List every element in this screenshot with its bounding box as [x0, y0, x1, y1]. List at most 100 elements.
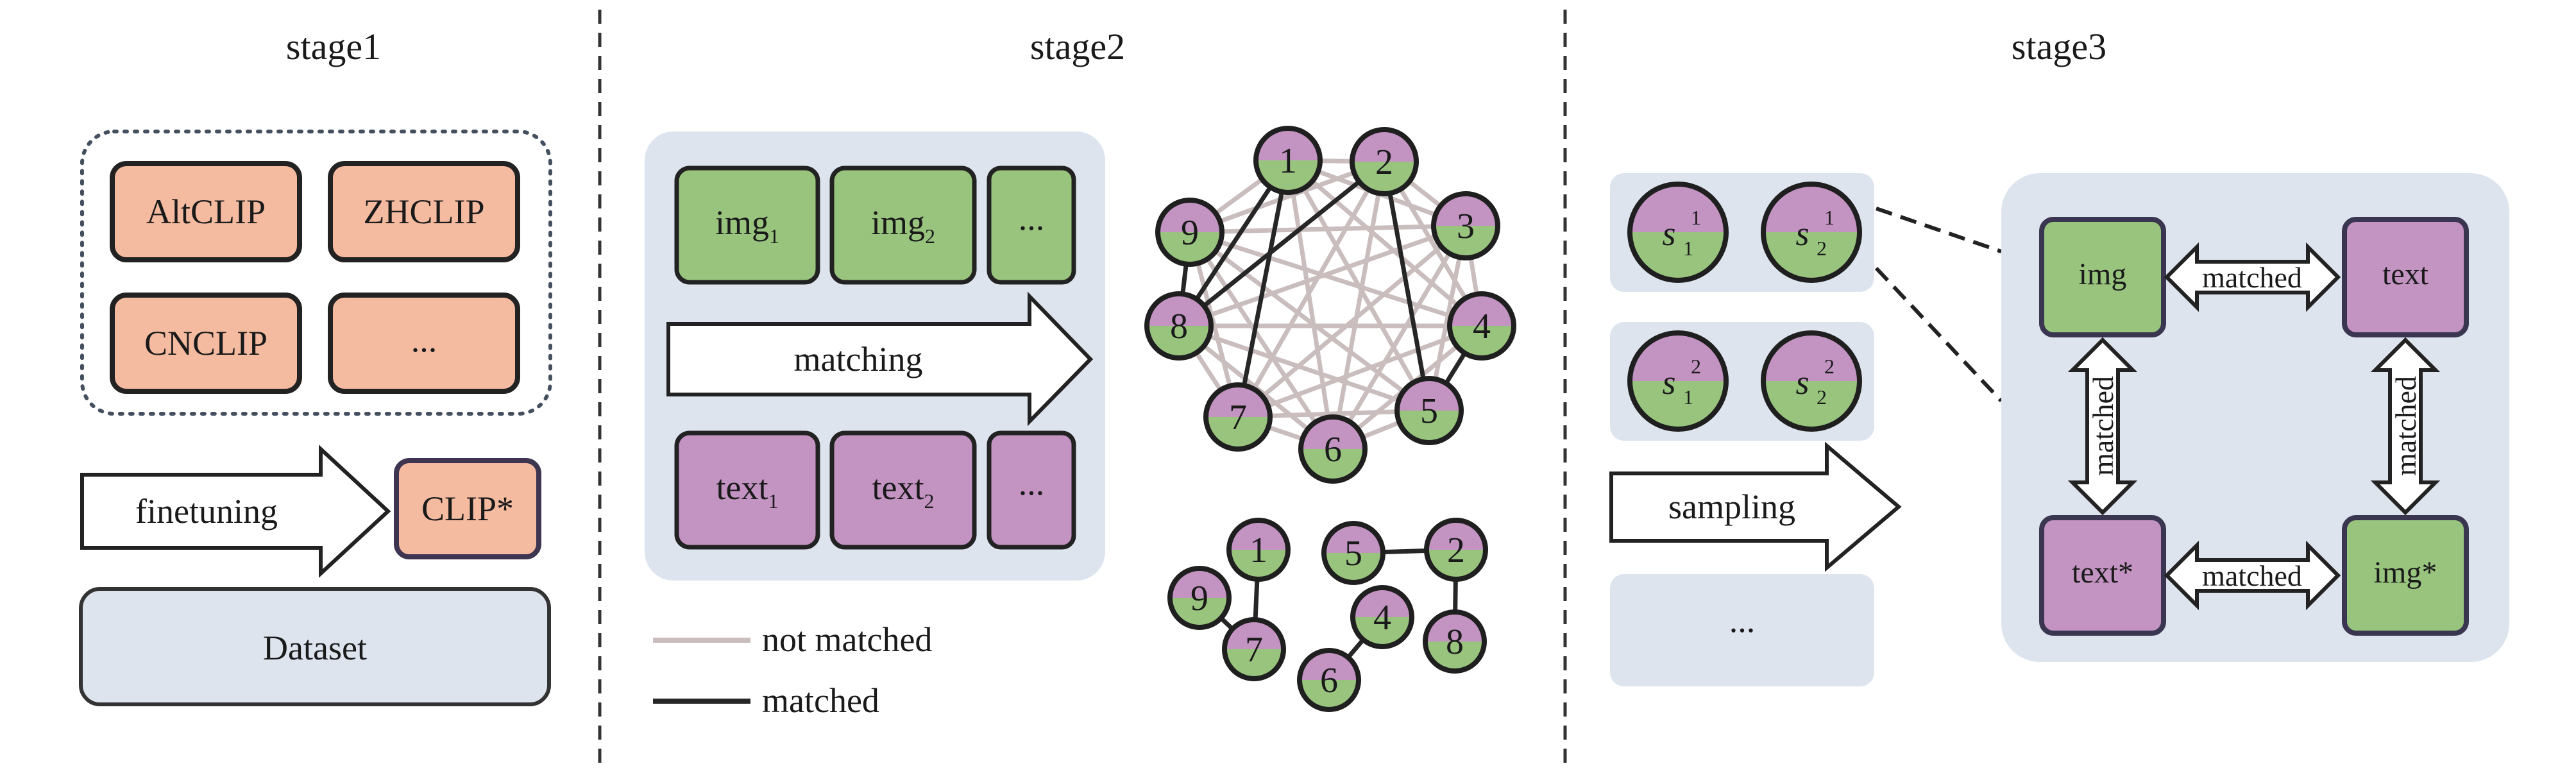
edge-matched-2-5 — [1382, 161, 1432, 411]
matched-label-bottom: matched — [2202, 559, 2302, 592]
edge-not-matched-3-7 — [1236, 224, 1468, 419]
text-box-2 — [829, 430, 977, 550]
graph-node-label-3: 3 — [1457, 207, 1475, 246]
matched-node-label-9: 9 — [1191, 579, 1208, 618]
matched-arrow-top — [2164, 242, 2341, 312]
image-box-more — [987, 166, 1076, 285]
image-box-1 — [674, 166, 820, 285]
sampling-arrow — [1609, 441, 1902, 572]
graph-node-label-9: 9 — [1181, 213, 1199, 253]
legend-not-matched-label: not matched — [762, 620, 932, 659]
sample-sup-2-2: 2 — [1824, 355, 1835, 378]
matched-label-right: matched — [2389, 376, 2422, 476]
dataset-box — [79, 587, 551, 706]
edge-not-matched-2-6 — [1330, 161, 1387, 450]
graph-node-7 — [1203, 382, 1273, 452]
image-label-1: img1 — [715, 203, 779, 248]
matching-label: matching — [794, 340, 923, 378]
edge-matched-2-8 — [1177, 160, 1386, 328]
model-box-cnclip — [110, 293, 302, 394]
legend-matched-label: matched — [762, 681, 879, 720]
edge-not-matched-3-9 — [1189, 223, 1466, 235]
graph-node-label-1: 1 — [1279, 141, 1297, 181]
quad-img-star-box — [2342, 515, 2469, 636]
matched-node-label-5: 5 — [1344, 534, 1362, 573]
graph-node-5 — [1394, 376, 1464, 445]
model-box-more — [328, 293, 520, 394]
zoom-connector-top — [1876, 207, 2002, 253]
quad-img-star-label: img* — [2374, 556, 2437, 590]
quad-img-box — [2039, 217, 2166, 337]
stage3-title: stage3 — [2012, 26, 2106, 67]
dataset-label: Dataset — [263, 629, 367, 667]
matched-label-top: matched — [2202, 261, 2302, 294]
matched-node-label-1: 1 — [1250, 531, 1267, 570]
graph-node-label-4: 4 — [1473, 307, 1491, 346]
edge-not-matched-5-8 — [1178, 323, 1430, 413]
finetuning-label: finetuning — [135, 492, 278, 531]
graph-node-1 — [1253, 126, 1323, 195]
matched-node-label-2: 2 — [1447, 531, 1465, 570]
text-label-1: text1 — [716, 468, 779, 513]
sample-node-1-2 — [1761, 182, 1862, 283]
text-label-2: text2 — [872, 468, 935, 513]
sample-label-2-2: s — [1795, 363, 1809, 402]
zoom-connector-bottom — [1874, 266, 2003, 403]
matched-arrow-bottom — [2164, 540, 2341, 611]
matched-node-label-8: 8 — [1446, 622, 1464, 662]
graph-node-2 — [1350, 127, 1419, 196]
graph-node-6 — [1298, 414, 1368, 484]
quad-text-star-label: text* — [2072, 556, 2133, 590]
model-label-zhclip: ZHCLIP — [364, 192, 485, 231]
matched-node-2 — [1424, 518, 1488, 582]
text-box-1 — [674, 430, 820, 550]
stage2-panel: img1 img2 ... matching text1 text2 ... 1… — [645, 126, 1516, 720]
matched-node-7 — [1222, 617, 1286, 681]
model-label-more: ... — [411, 321, 437, 359]
matched-arrow-left — [2067, 337, 2138, 516]
sample-sup-2-1: 2 — [1691, 355, 1701, 378]
model-box-altclip — [110, 161, 302, 262]
matched-node-6 — [1297, 648, 1361, 712]
sample-sub-2-2: 2 — [1817, 386, 1827, 409]
image-label-2: img2 — [871, 203, 935, 248]
edge-not-matched-5-9 — [1188, 230, 1431, 412]
quad-img-label: img — [2079, 257, 2127, 291]
text-label-more: ... — [1019, 464, 1045, 502]
stage3-panel: s 1 1 s 1 2 s 2 1 s 2 2 sampling ... img… — [1609, 173, 2509, 686]
sample-node-2-1 — [1627, 330, 1729, 432]
clip-star-box — [394, 458, 541, 559]
text-box-more — [987, 430, 1076, 550]
matched-node-1 — [1226, 518, 1291, 582]
matched-node-5 — [1321, 521, 1385, 585]
matched-node-label-6: 6 — [1320, 661, 1338, 701]
graph-node-label-6: 6 — [1324, 430, 1342, 470]
sample-label-2-1: s — [1662, 363, 1675, 402]
edge-not-matched-1-6 — [1285, 160, 1335, 450]
sample-sub-2-1: 1 — [1683, 386, 1693, 409]
sample-sub-1-1: 1 — [1683, 237, 1693, 260]
matched-arrow-right — [2370, 337, 2441, 516]
sample-sub-1-2: 2 — [1817, 237, 1827, 260]
matched-node-label-4: 4 — [1373, 598, 1391, 638]
sample-label-1-1: s — [1662, 214, 1675, 253]
sample-group-more-label: ... — [1729, 601, 1756, 640]
graph-node-label-2: 2 — [1375, 142, 1393, 182]
stage1-title: stage1 — [286, 26, 381, 67]
image-box-2 — [829, 166, 977, 285]
edge-not-matched-4-7 — [1237, 323, 1483, 420]
graph-node-8 — [1144, 291, 1214, 361]
edge-matched-1-7 — [1235, 160, 1291, 418]
edge-not-matched-6-9 — [1188, 231, 1335, 450]
matched-node-4 — [1350, 585, 1414, 649]
matched-node-9 — [1167, 566, 1232, 630]
matching-arrow — [666, 291, 1094, 427]
graph-node-label-8: 8 — [1170, 307, 1188, 346]
sample-node-1-1 — [1627, 182, 1729, 283]
quad-text-star-box — [2039, 515, 2166, 636]
image-label-more: ... — [1019, 199, 1045, 237]
model-label-altclip: AltCLIP — [146, 192, 266, 231]
